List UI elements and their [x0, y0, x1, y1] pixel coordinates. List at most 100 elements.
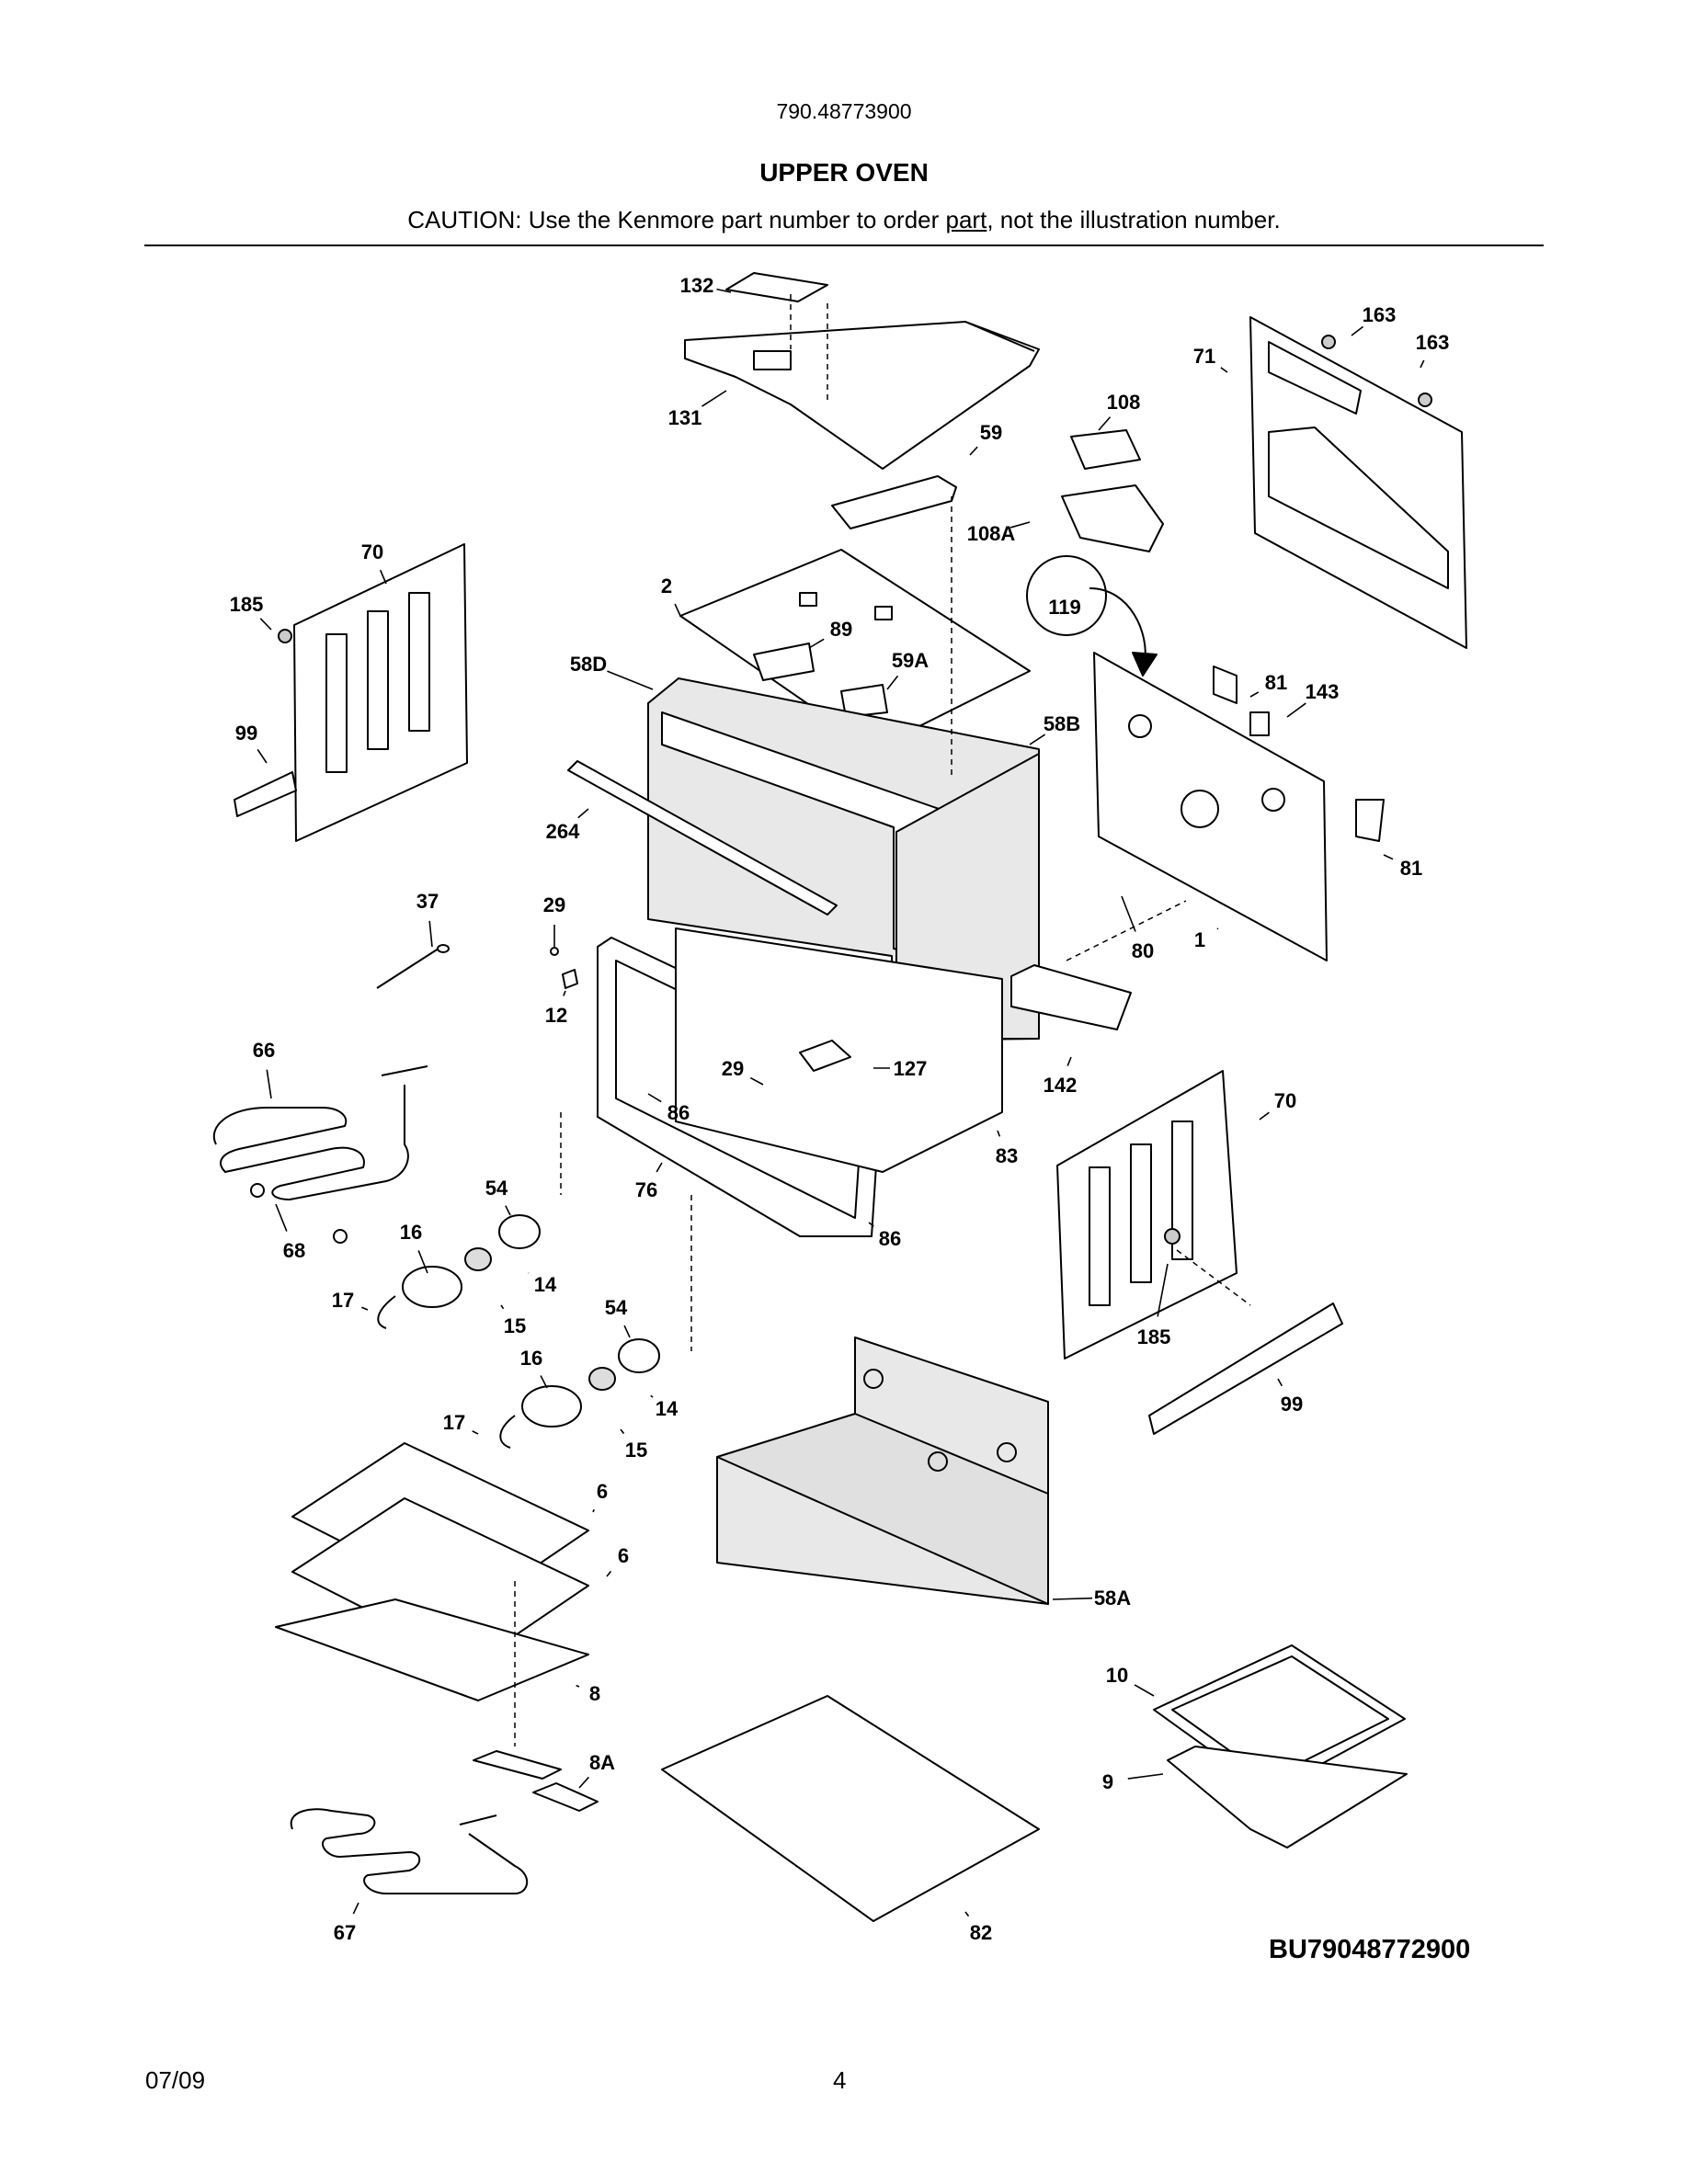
callout-label-58b: 58B — [1044, 712, 1080, 735]
callout-label-37: 37 — [416, 890, 439, 913]
leader-line — [656, 1162, 663, 1173]
caution-text-underlined: part — [945, 206, 987, 233]
callout-label-185: 185 — [1137, 1325, 1171, 1348]
leader-line — [428, 920, 433, 948]
callout-label-99: 99 — [235, 722, 257, 745]
leader-line — [716, 288, 732, 293]
callout-label-15: 15 — [625, 1439, 647, 1462]
leader-line — [417, 1250, 428, 1274]
callout-label-142: 142 — [1044, 1074, 1078, 1097]
callout-label-89: 89 — [830, 618, 852, 641]
leader-line — [257, 748, 268, 764]
callout-label-59: 59 — [980, 421, 1002, 444]
leader-line — [472, 1430, 479, 1435]
leader-line — [1121, 895, 1136, 932]
leader-line — [1351, 325, 1364, 336]
callout-label-8a: 8A — [589, 1751, 615, 1774]
callout-label-6: 6 — [618, 1544, 629, 1567]
callout-label-70: 70 — [1274, 1089, 1296, 1112]
callout-label-70: 70 — [361, 540, 383, 563]
callout-label-143: 143 — [1306, 680, 1340, 703]
revision-date: 07/09 — [145, 2066, 206, 2094]
callout-label-119: 119 — [1048, 596, 1081, 619]
callout-label-58d: 58D — [570, 653, 607, 676]
leader-line — [540, 1375, 548, 1389]
leader-line — [1127, 1773, 1164, 1780]
leader-line — [592, 1508, 595, 1513]
callout-label-17: 17 — [332, 1289, 354, 1312]
leader-line — [964, 1911, 970, 1917]
leader-line — [886, 675, 899, 690]
callout-label-127: 127 — [894, 1057, 928, 1080]
leader-line — [361, 1306, 369, 1311]
leader-line — [620, 1428, 625, 1435]
leader-line — [1259, 1111, 1270, 1120]
leader-line — [1066, 1056, 1072, 1066]
leader-line — [1286, 702, 1306, 718]
callout-label-66: 66 — [253, 1039, 275, 1062]
leader-line — [1220, 367, 1228, 373]
leader-line — [969, 446, 978, 456]
callout-label-163: 163 — [1363, 303, 1397, 326]
callout-label-54: 54 — [605, 1296, 628, 1319]
leader-line — [1029, 734, 1046, 745]
leader-line — [259, 618, 272, 631]
leader-line — [266, 1069, 272, 1099]
callout-label-86: 86 — [667, 1101, 690, 1124]
leader-line — [1249, 691, 1260, 698]
callout-label-16: 16 — [400, 1221, 422, 1244]
leader-line — [576, 1684, 580, 1688]
leader-line — [563, 990, 566, 996]
callout-label-99: 99 — [1281, 1393, 1303, 1416]
caution-text-end: , not the illustration number. — [987, 206, 1281, 233]
leader-line — [275, 1203, 288, 1232]
leader-line — [607, 670, 654, 690]
callout-label-8: 8 — [589, 1682, 600, 1705]
leader-line — [379, 569, 387, 585]
callout-label-71: 71 — [1193, 345, 1215, 368]
callout-label-2: 2 — [661, 574, 672, 597]
callout-label-83: 83 — [996, 1144, 1018, 1167]
callout-label-108a: 108A — [967, 522, 1016, 545]
callout-label-29: 29 — [722, 1057, 744, 1080]
header-divider — [144, 245, 1544, 246]
leader-line — [650, 1394, 654, 1398]
leader-line — [647, 1093, 662, 1103]
leader-line — [1420, 359, 1425, 369]
caution-text-start: CAUTION: Use the Kenmore part number to … — [407, 206, 946, 233]
callout-label-59a: 59A — [892, 649, 929, 672]
leader-line — [1277, 1378, 1283, 1387]
callout-label-12: 12 — [545, 1004, 567, 1027]
leader-line — [1134, 1684, 1155, 1697]
leader-line — [505, 1205, 511, 1216]
diagram-code: BU79048772900 — [1269, 1935, 1471, 1964]
callout-label-14: 14 — [534, 1273, 557, 1296]
callout-label-108: 108 — [1107, 391, 1141, 414]
leader-line — [352, 1902, 359, 1915]
page-title: UPPER OVEN — [759, 158, 929, 187]
caution-note: CAUTION: Use the Kenmore part number to … — [0, 206, 1688, 234]
page-number: 4 — [833, 2066, 847, 2094]
callout-label-15: 15 — [504, 1314, 526, 1337]
leader-line — [749, 1076, 764, 1086]
callout-label-163: 163 — [1416, 331, 1450, 354]
leader-line — [578, 1776, 589, 1789]
leader-line — [623, 1325, 631, 1338]
leader-line — [606, 1570, 612, 1577]
callout-label-76: 76 — [635, 1178, 657, 1201]
callout-label-80: 80 — [1132, 939, 1154, 962]
callout-label-68: 68 — [283, 1239, 305, 1262]
callout-label-1: 1 — [1194, 928, 1205, 951]
callout-label-6: 6 — [597, 1480, 608, 1503]
callout-label-81: 81 — [1400, 857, 1422, 880]
callout-label-54: 54 — [485, 1177, 508, 1200]
leader-line — [1157, 1263, 1169, 1317]
leader-line — [577, 808, 589, 819]
leader-line — [1009, 521, 1031, 529]
leader-line — [868, 1222, 874, 1227]
callout-label-14: 14 — [656, 1397, 679, 1420]
callout-label-264: 264 — [546, 820, 580, 843]
callout-label-185: 185 — [230, 593, 264, 616]
